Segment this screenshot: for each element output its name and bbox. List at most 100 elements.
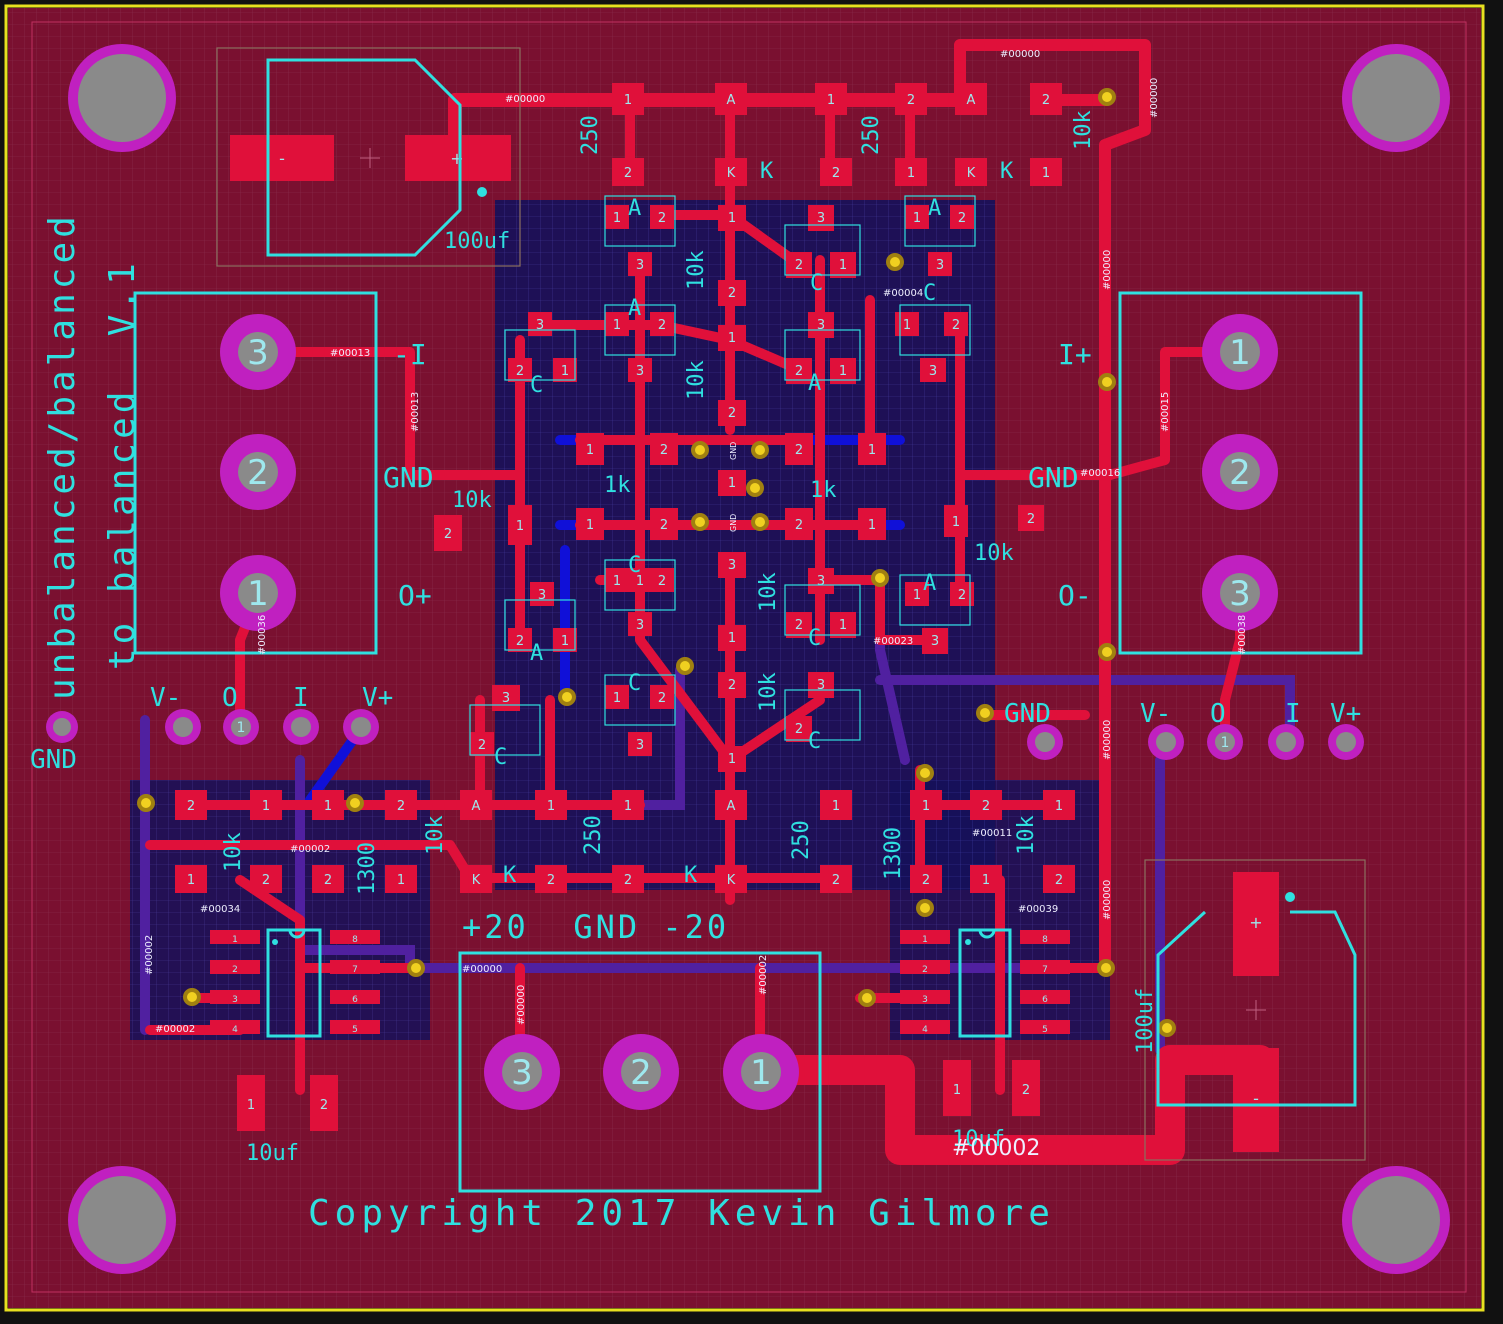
svg-text:1: 1 — [913, 588, 921, 603]
svg-text:A: A — [472, 799, 481, 814]
mark-c1: C — [923, 281, 936, 306]
net-00000-right-v: #00000 — [1149, 78, 1160, 118]
mark-c2: C — [530, 373, 543, 398]
svg-text:1: 1 — [827, 93, 835, 108]
net-00000-top: #00000 — [505, 94, 545, 105]
copyright-text: Copyright 2017 Kevin Gilmore — [308, 1193, 1055, 1234]
net-00039: #00039 — [1018, 904, 1058, 915]
svg-text:1: 1 — [247, 1098, 255, 1113]
svg-text:2: 2 — [795, 722, 803, 737]
svg-text:1: 1 — [868, 443, 876, 458]
res-10k-g: 10k — [423, 815, 448, 855]
net-gnd-a: GND — [729, 442, 738, 460]
svg-text:1: 1 — [922, 799, 930, 814]
svg-text:3: 3 — [536, 318, 544, 333]
net-00036: #00036 — [257, 615, 268, 655]
svg-text:K: K — [967, 166, 976, 181]
svg-text:2: 2 — [795, 443, 803, 458]
res-1k-right: 1k — [810, 478, 837, 503]
svg-text:1: 1 — [613, 318, 621, 333]
svg-text:2: 2 — [324, 873, 332, 888]
mark-c4: C — [808, 626, 821, 651]
left-header-v-plus: V+ — [362, 683, 393, 713]
net-00011: #00011 — [972, 828, 1012, 839]
mark-c3: C — [628, 553, 641, 578]
svg-text:2: 2 — [660, 443, 668, 458]
mark-a1: A — [628, 196, 641, 221]
vias — [137, 88, 1176, 1037]
svg-text:1: 1 — [547, 799, 555, 814]
net-00034: #00034 — [200, 904, 240, 915]
svg-text:3: 3 — [817, 211, 825, 226]
mark-c6: C — [808, 729, 821, 754]
net-00002-power-v: #00002 — [758, 955, 769, 995]
left-pin-1: 1 — [247, 574, 269, 614]
svg-text:1: 1 — [624, 799, 632, 814]
svg-text:2: 2 — [516, 634, 524, 649]
svg-text:2: 2 — [547, 873, 555, 888]
svg-text:1: 1 — [839, 258, 847, 273]
right-header-v-minus: V- — [1140, 699, 1171, 729]
silkscreen-outlines-thin — [216, 47, 1366, 1161]
svg-text:A: A — [967, 93, 976, 108]
svg-text:1: 1 — [1042, 166, 1050, 181]
res-1300-left: 1300 — [355, 842, 380, 895]
net-00015-v: #00015 — [1160, 392, 1171, 432]
svg-text:2: 2 — [658, 574, 666, 589]
svg-text:2: 2 — [832, 166, 840, 181]
svg-text:2: 2 — [624, 873, 632, 888]
svg-text:1: 1 — [728, 631, 736, 646]
power-pin-3: 3 — [511, 1053, 533, 1093]
svg-text:1: 1 — [1055, 799, 1063, 814]
right-header-i: I — [1285, 699, 1301, 729]
right-header-pin1: 1 — [1221, 735, 1230, 751]
svg-text:K: K — [727, 873, 736, 888]
svg-text:1: 1 — [187, 873, 195, 888]
svg-text:-: - — [279, 149, 285, 168]
svg-text:5: 5 — [1042, 1025, 1048, 1035]
board-outline — [4, 4, 1485, 1312]
svg-text:1: 1 — [728, 476, 736, 491]
res-10k-h: 10k — [1014, 815, 1039, 855]
right-label-i-plus: I+ — [1058, 338, 1092, 371]
res-250-a: 250 — [578, 115, 603, 155]
svg-text:K: K — [727, 166, 736, 181]
net-00000-power: #00000 — [462, 964, 502, 975]
mark-a5: A — [923, 571, 936, 596]
silkscreen-labels: unbalanced/balanced to balanced V.1 Copy… — [30, 110, 1361, 1234]
svg-text:1: 1 — [839, 364, 847, 379]
mark-k2: K — [1000, 159, 1014, 184]
net-00000-right-v4: #00000 — [1102, 880, 1113, 920]
svg-text:2: 2 — [1042, 93, 1050, 108]
svg-text:1: 1 — [586, 443, 594, 458]
gnd-corner-label: GND — [30, 745, 77, 775]
svg-text:2: 2 — [1027, 512, 1035, 527]
svg-text:1: 1 — [728, 331, 736, 346]
net-00013-v: #00013 — [410, 392, 421, 432]
svg-text:2: 2 — [728, 406, 736, 421]
net-00004: #00004 — [883, 288, 923, 299]
svg-text:2: 2 — [262, 873, 270, 888]
net-00002-bottom: #00002 — [952, 1136, 1040, 1161]
cap-small-right-value: 10uf — [952, 1127, 1005, 1152]
svg-text:2: 2 — [232, 965, 238, 975]
svg-text:2: 2 — [728, 286, 736, 301]
svg-text:1: 1 — [232, 935, 238, 945]
svg-text:2: 2 — [1055, 873, 1063, 888]
net-labels: #00000 #00000 #00000 #00000 #00000 #0000… — [144, 49, 1248, 1161]
res-250-d: 250 — [789, 820, 814, 860]
svg-text:2: 2 — [795, 618, 803, 633]
svg-text:1: 1 — [636, 574, 644, 589]
svg-text:2: 2 — [958, 211, 966, 226]
svg-text:A: A — [727, 93, 736, 108]
svg-text:2: 2 — [795, 258, 803, 273]
svg-text:+: + — [450, 149, 463, 168]
net-00000-top-right: #00000 — [1000, 49, 1040, 60]
right-header-v-plus: V+ — [1330, 699, 1361, 729]
svg-text:1: 1 — [903, 318, 911, 333]
net-00002-left-v: #00002 — [144, 935, 155, 975]
svg-text:6: 6 — [1042, 995, 1048, 1005]
svg-text:2: 2 — [922, 965, 928, 975]
silkscreen-outlines — [133, 58, 1363, 1193]
svg-text:1: 1 — [561, 634, 569, 649]
